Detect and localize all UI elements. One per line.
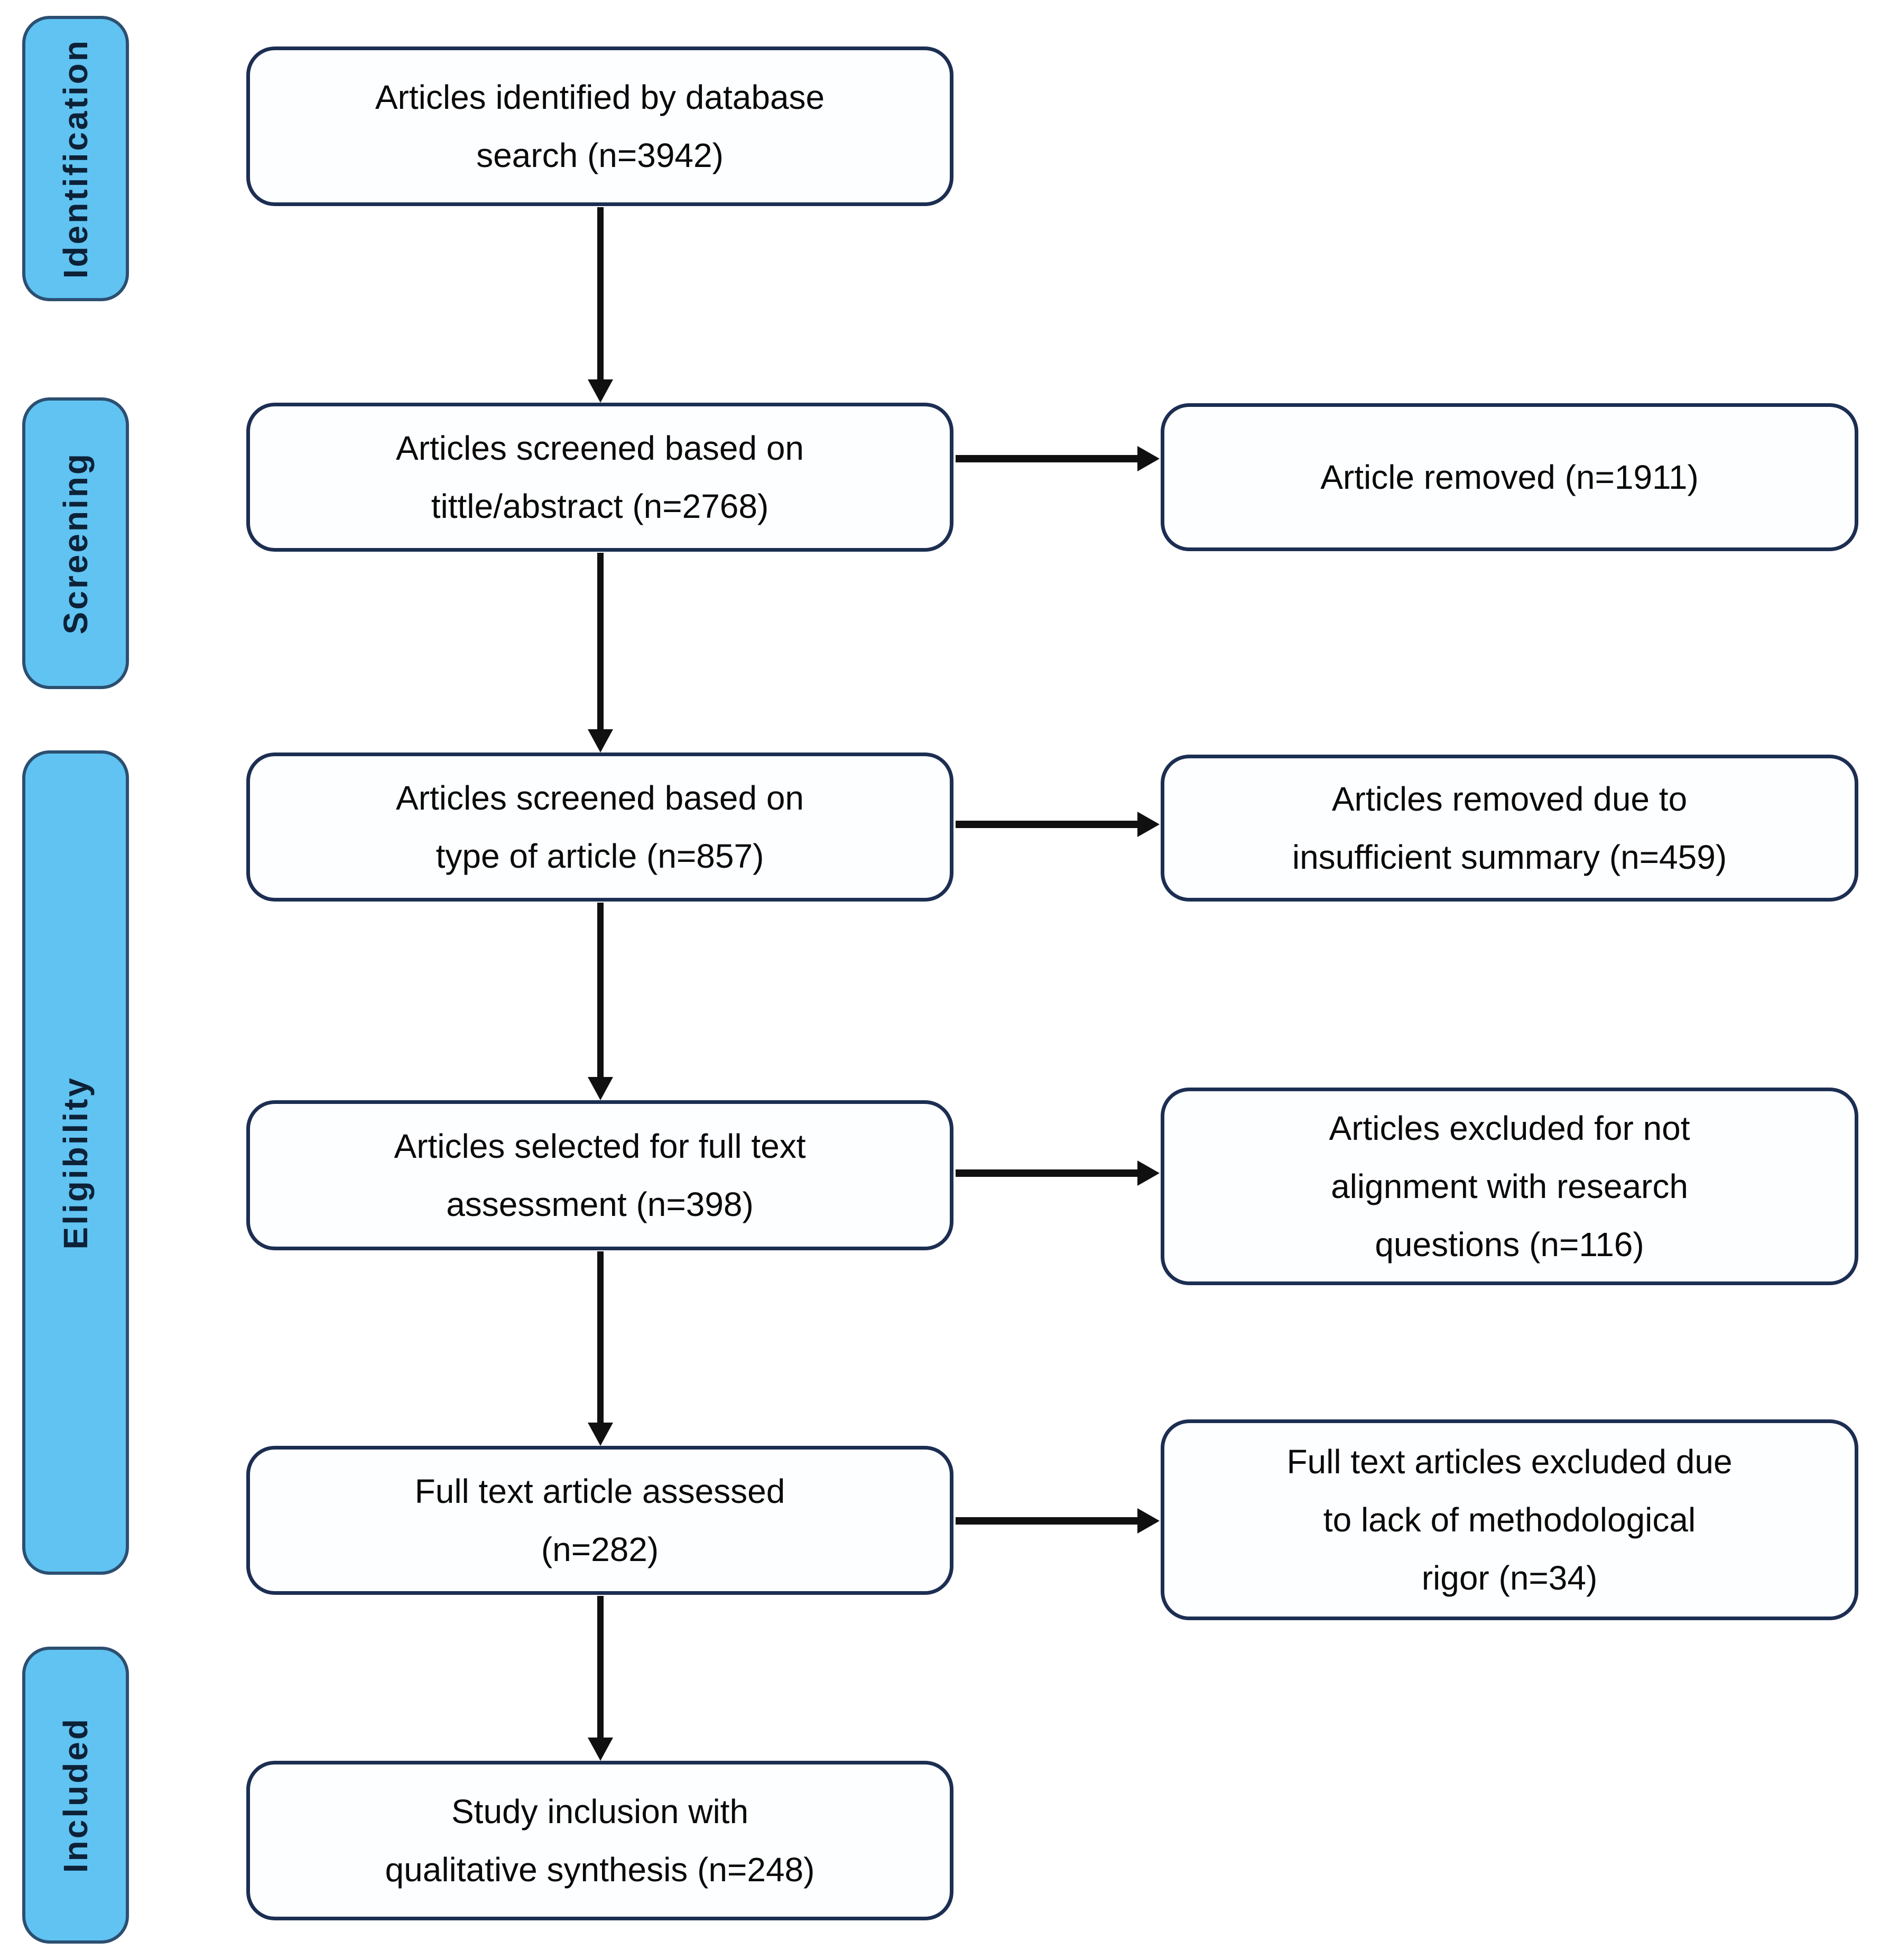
box-removed-insufficient-summary: Articles removed due to insufficient sum…: [1161, 755, 1858, 902]
arrow-identified-to-screened-stem: [597, 207, 604, 379]
arrow-to-articles-removed-head-icon: [1137, 446, 1160, 471]
arrow-screened-to-article-type-stem: [597, 553, 604, 729]
box-excluded-not-aligned: Articles excluded for not alignment with…: [1161, 1088, 1858, 1285]
box-selected-full-text: Articles selected for full text assessme…: [246, 1100, 953, 1250]
box-study-inclusion-label: Study inclusion with qualitative synthes…: [385, 1792, 815, 1889]
box-removed-insufficient-summary-label: Articles removed due to insufficient sum…: [1292, 779, 1727, 876]
box-screened-title-abstract-label: Articles screened based on tittle/abstra…: [396, 429, 804, 525]
arrow-article-type-to-selected-head-icon: [588, 1077, 613, 1100]
stage-label-eligibility: Eligibility: [57, 1075, 95, 1250]
arrow-screened-to-article-type-head-icon: [588, 729, 613, 753]
arrow-to-not-aligned-head-icon: [1137, 1160, 1160, 1186]
arrow-assessed-to-inclusion-stem: [597, 1596, 604, 1738]
stage-bar-screening: Screening: [22, 397, 129, 689]
arrow-to-insufficient-summary-head-icon: [1137, 812, 1160, 837]
arrow-identified-to-screened-head-icon: [588, 379, 613, 403]
box-excluded-methodological-rigor-label: Full text articles excluded due to lack …: [1286, 1442, 1733, 1597]
box-articles-identified-label: Articles identified by database search (…: [375, 78, 825, 174]
box-full-text-assessed-label: Full text article assessed (n=282): [414, 1472, 785, 1568]
arrow-selected-to-assessed-stem: [597, 1251, 604, 1423]
box-screened-article-type-label: Articles screened based on type of artic…: [396, 778, 804, 875]
box-articles-identified: Articles identified by database search (…: [246, 47, 953, 206]
box-articles-removed: Article removed (n=1911): [1161, 403, 1858, 551]
box-excluded-methodological-rigor: Full text articles excluded due to lack …: [1161, 1419, 1858, 1620]
arrow-to-articles-removed-stem: [956, 455, 1137, 462]
box-screened-article-type: Articles screened based on type of artic…: [246, 753, 953, 902]
box-articles-removed-label: Article removed (n=1911): [1320, 458, 1699, 496]
arrow-to-not-aligned-stem: [956, 1169, 1137, 1177]
arrow-to-methodological-rigor-stem: [956, 1517, 1137, 1525]
stage-bar-eligibility: Eligibility: [22, 750, 129, 1575]
box-selected-full-text-label: Articles selected for full text assessme…: [394, 1127, 806, 1223]
box-screened-title-abstract: Articles screened based on tittle/abstra…: [246, 403, 953, 552]
stage-bar-included: Included: [22, 1647, 129, 1944]
stage-bar-identification: Identification: [22, 16, 129, 301]
stage-label-included: Included: [57, 1717, 95, 1873]
arrow-to-methodological-rigor-head-icon: [1137, 1508, 1160, 1534]
box-full-text-assessed: Full text article assessed (n=282): [246, 1446, 953, 1595]
arrow-selected-to-assessed-head-icon: [588, 1423, 613, 1446]
box-excluded-not-aligned-label: Articles excluded for not alignment with…: [1329, 1109, 1690, 1264]
arrow-assessed-to-inclusion-head-icon: [588, 1738, 613, 1761]
stage-label-screening: Screening: [57, 452, 95, 635]
stage-label-identification: Identification: [57, 38, 95, 279]
arrow-article-type-to-selected-stem: [597, 903, 604, 1077]
arrow-to-insufficient-summary-stem: [956, 821, 1137, 828]
box-study-inclusion: Study inclusion with qualitative synthes…: [246, 1761, 953, 1920]
